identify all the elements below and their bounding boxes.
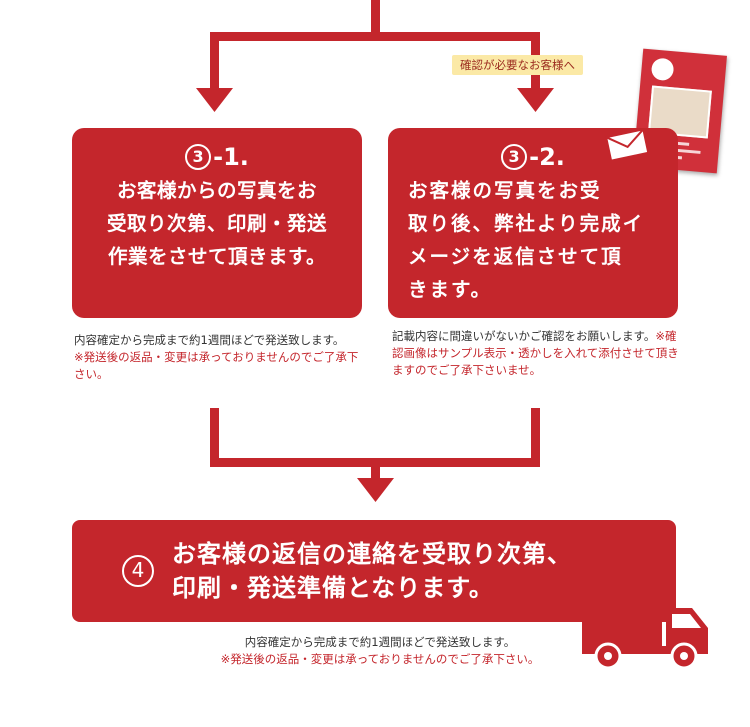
note-text: 内容確定から完成まで約1週間ほどで発送致します。 — [74, 333, 345, 347]
connector-right-up — [531, 408, 540, 466]
note-warning: ※発送後の返品・変更は承っておりませんのでご了承下さい。 — [220, 652, 540, 666]
delivery-truck-icon — [582, 594, 708, 670]
step-3-2-box: 3 -2. お客様の写真をお受 取り後、弊社より完成イ メージを返信させて頂 き… — [388, 128, 678, 318]
arrow-down-left — [196, 88, 233, 112]
step-3-2-note: 記載内容に間違いがないかご確認をお願いします。※確認画像はサンプル表示・透かしを… — [392, 328, 682, 379]
arrow-down-center — [357, 478, 394, 502]
step-text-line: 受取り次第、印刷・発送 — [106, 212, 327, 235]
step-3-2-heading: 3 -2. — [388, 142, 678, 172]
step-number-circle: 3 — [185, 144, 212, 170]
envelope-icon — [604, 128, 650, 160]
step-text-line: 作業をさせて頂きます。 — [107, 245, 327, 268]
confirmation-required-tag: 確認が必要なお客様へ — [452, 55, 583, 75]
note-warning: ※確認画像はサンプル表示・透かしを入れて添付させて頂きますのでご了承下さいませ。 — [392, 329, 679, 377]
step-text-line: お客様からの写真をお — [116, 179, 317, 202]
step-text-line: きます。 — [408, 278, 493, 301]
card-emblem-icon — [650, 57, 675, 82]
connector-left-down — [210, 32, 219, 92]
step-3-1-box: 3 -1. お客様からの写真をお 受取り次第、印刷・発送 作業をさせて頂きます。 — [72, 128, 362, 318]
connector-bottom-trunk — [371, 458, 380, 482]
step-text-line: 印刷・発送準備となります。 — [172, 574, 494, 602]
step-text-line: お客様の写真をお受 — [408, 179, 602, 202]
step-3-1-text: お客様からの写真をお 受取り次第、印刷・発送 作業をさせて頂きます。 — [86, 174, 348, 273]
connector-left-up — [210, 408, 219, 466]
step-3-1-note: 内容確定から完成まで約1週間ほどで発送致します。 ※発送後の返品・変更は承ってお… — [74, 332, 364, 383]
step-3-1-heading: 3 -1. — [72, 142, 362, 172]
step-text-line: お客様の返信の連絡を受取り次第、 — [172, 540, 572, 568]
step-text-line: メージを返信させて頂 — [408, 245, 623, 268]
step-number-circle: 3 — [501, 144, 528, 170]
step-4-text: お客様の返信の連絡を受取り次第、 印刷・発送準備となります。 — [172, 537, 572, 605]
step-4-box: 4 お客様の返信の連絡を受取り次第、 印刷・発送準備となります。 — [72, 520, 676, 622]
step-number-suffix: -2. — [529, 143, 565, 171]
arrow-down-right — [517, 88, 554, 112]
note-text: 内容確定から完成まで約1週間ほどで発送致します。 — [244, 635, 516, 649]
step-3-2-text: お客様の写真をお受 取り後、弊社より完成イ メージを返信させて頂 きます。 — [408, 174, 664, 306]
step-text-line: 取り後、弊社より完成イ — [408, 212, 645, 235]
connector-top-trunk — [371, 0, 380, 38]
note-warning: ※発送後の返品・変更は承っておりませんのでご了承下さい。 — [74, 350, 359, 381]
step-number-suffix: -1. — [213, 143, 249, 171]
connector-top-split — [210, 32, 540, 41]
step-number-circle: 4 — [122, 555, 154, 587]
note-text: 記載内容に間違いがないかご確認をお願いします。 — [392, 329, 656, 343]
step-4-note: 内容確定から完成まで約1週間ほどで発送致します。 ※発送後の返品・変更は承ってお… — [160, 634, 600, 668]
